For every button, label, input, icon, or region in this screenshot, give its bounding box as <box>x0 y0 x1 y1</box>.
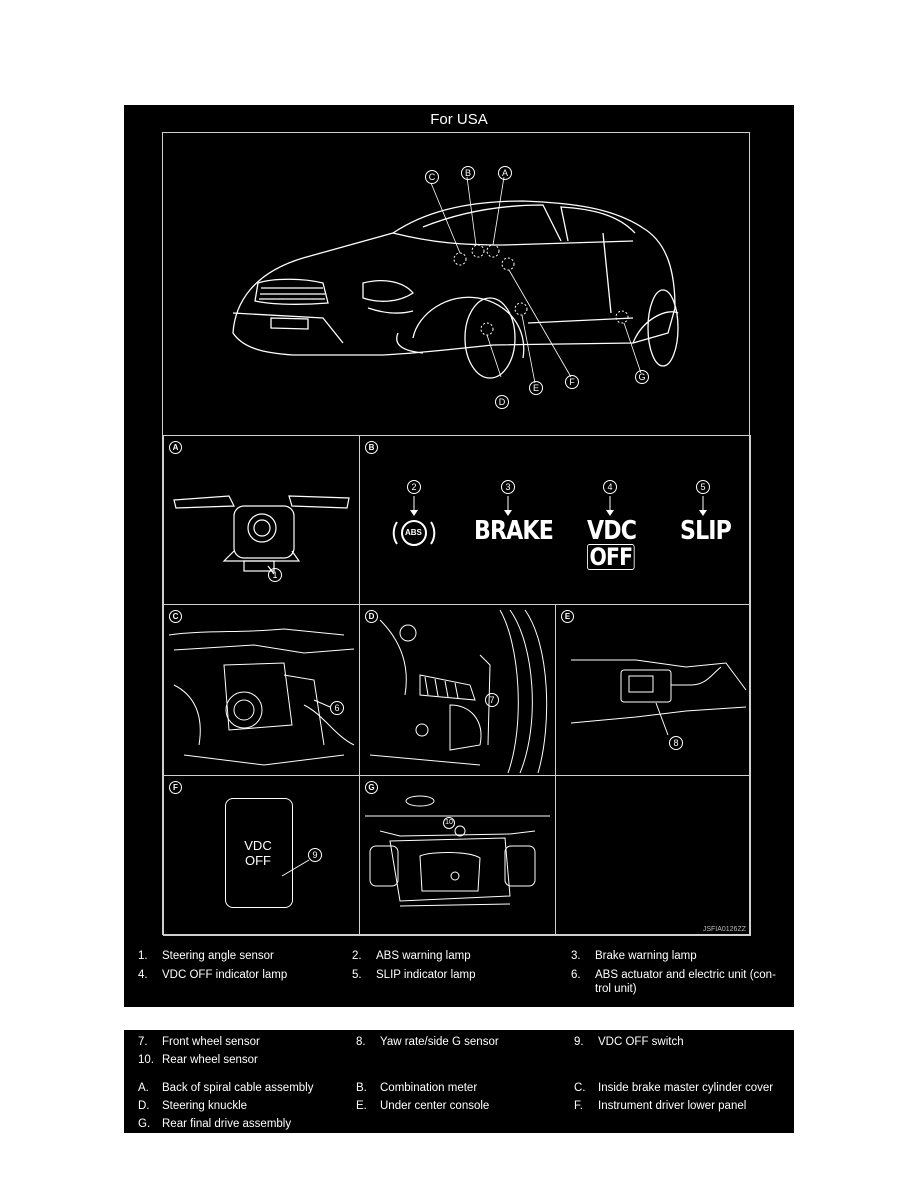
panel-letter-a: A <box>169 441 182 454</box>
legend-num: 2. <box>352 950 362 962</box>
vdc-off-switch-body <box>225 798 293 908</box>
panel-letter-e: E <box>561 610 574 623</box>
car-illustration <box>232 176 679 384</box>
legend-num: 1. <box>138 950 148 962</box>
legend-text: VDC OFF switch <box>598 1036 684 1048</box>
legend-text: Steering knuckle <box>162 1100 248 1112</box>
abs-lamp-text: ABS <box>405 528 422 537</box>
legend-text: Instrument driver lower panel <box>598 1100 747 1112</box>
legend-num: 8. <box>356 1036 366 1048</box>
legend-panel-continued: 7. Front wheel sensor 8. Yaw rate/side G… <box>124 1030 794 1133</box>
legend-text: VDC OFF indicator lamp <box>162 969 288 981</box>
legend-text: Rear wheel sensor <box>162 1054 258 1066</box>
rear-wheel-sensor-drawing <box>365 795 550 907</box>
car-label-a: A <box>498 166 512 180</box>
figure-code: JSFIA0126ZZ <box>702 926 746 933</box>
legend-text: ABS warning lamp <box>376 950 471 962</box>
abs-actuator-drawing <box>168 628 355 766</box>
legend-num: 3. <box>571 950 581 962</box>
callout-7: 7 <box>485 693 499 707</box>
legend-num: 10. <box>138 1054 154 1066</box>
slip-lamp-text: SLIP <box>680 516 732 546</box>
panel-c-abs-actuator: C 6 <box>163 604 360 776</box>
panel-letter-g: G <box>365 781 378 794</box>
off-lamp-text: OFF <box>587 544 635 570</box>
panel-a-spiral-cable: A 1 <box>163 435 360 605</box>
panel-f-vdc-off-switch: F VDC OFF 9 <box>163 775 360 936</box>
panel-d-steering-knuckle: D 7 <box>359 604 556 776</box>
car-label-d: D <box>495 395 509 409</box>
legend-num: 6. <box>571 969 581 981</box>
legend-num: 7. <box>138 1036 148 1048</box>
panel-letter-b: B <box>365 441 378 454</box>
legend-text: Back of spiral cable assembly <box>162 1082 314 1094</box>
legend-text: Under center console <box>380 1100 490 1112</box>
car-label-e: E <box>529 381 543 395</box>
callout-8: 8 <box>669 736 683 750</box>
legend-text: Front wheel sensor <box>162 1036 260 1048</box>
legend-num: G. <box>138 1118 151 1130</box>
switch-leader-line <box>281 859 310 877</box>
panel-letter-c: C <box>169 610 182 623</box>
car-overview: C B A D E F G <box>163 133 751 436</box>
legend-num: B. <box>356 1082 367 1094</box>
callout-3: 3 <box>501 480 515 494</box>
legend-num: 4. <box>138 969 148 981</box>
callout-10: 10 <box>443 817 455 829</box>
switch-label-line1: VDC <box>244 838 272 853</box>
callout-4: 4 <box>603 480 617 494</box>
legend-num: A. <box>138 1082 149 1094</box>
steering-sensor-drawing <box>173 495 350 575</box>
legend-text: Steering angle sensor <box>162 950 274 962</box>
panel-b-combination-meter: B 2 3 4 5 <box>359 435 751 605</box>
legend-num: C. <box>574 1082 586 1094</box>
legend-num: D. <box>138 1100 150 1112</box>
figure-title: For USA <box>430 111 488 128</box>
meter-arrows <box>392 496 707 546</box>
legend-text: SLIP indicator lamp <box>376 969 476 981</box>
component-figure: For USA <box>124 105 794 1007</box>
brake-lamp-text: BRAKE <box>474 516 554 546</box>
front-wheel-sensor-drawing <box>369 609 548 774</box>
diagram-frame: C B A D E F G A <box>162 132 751 936</box>
callout-2: 2 <box>407 480 421 494</box>
car-label-g: G <box>635 370 649 384</box>
legend-text-continued: trol unit) <box>595 983 637 995</box>
callout-5: 5 <box>696 480 710 494</box>
legend-text: Rear final drive assembly <box>162 1118 292 1130</box>
legend-num: 9. <box>574 1036 584 1048</box>
legend-text: Combination meter <box>380 1082 478 1094</box>
legend-text: Yaw rate/side G sensor <box>380 1036 499 1048</box>
panel-e-yaw-rate-sensor: E 8 <box>555 604 751 776</box>
panel-letter-d: D <box>365 610 378 623</box>
legend-num: F. <box>574 1100 583 1112</box>
panel-g-rear-final-drive: G 10 <box>359 775 556 936</box>
car-label-c: C <box>425 170 439 184</box>
legend-text: Brake warning lamp <box>595 950 697 962</box>
panel-empty: JSFIA0126ZZ <box>555 775 751 936</box>
car-label-f: F <box>565 375 579 389</box>
vdc-off-switch-label: VDC OFF <box>225 838 291 868</box>
legend-num: 5. <box>352 969 362 981</box>
legend-text: ABS actuator and electric unit (con- <box>595 969 776 981</box>
car-label-b: B <box>461 166 475 180</box>
legend-num: E. <box>356 1100 367 1112</box>
legend-text: Inside brake master cylinder cover <box>598 1082 774 1094</box>
yaw-sensor-drawing <box>570 659 747 736</box>
vdc-lamp-text: VDC <box>587 516 637 546</box>
panel-letter-f: F <box>169 781 182 794</box>
callout-9: 9 <box>308 848 322 862</box>
switch-label-line2: OFF <box>245 853 271 868</box>
callout-1: 1 <box>268 568 282 582</box>
callout-6: 6 <box>330 701 344 715</box>
